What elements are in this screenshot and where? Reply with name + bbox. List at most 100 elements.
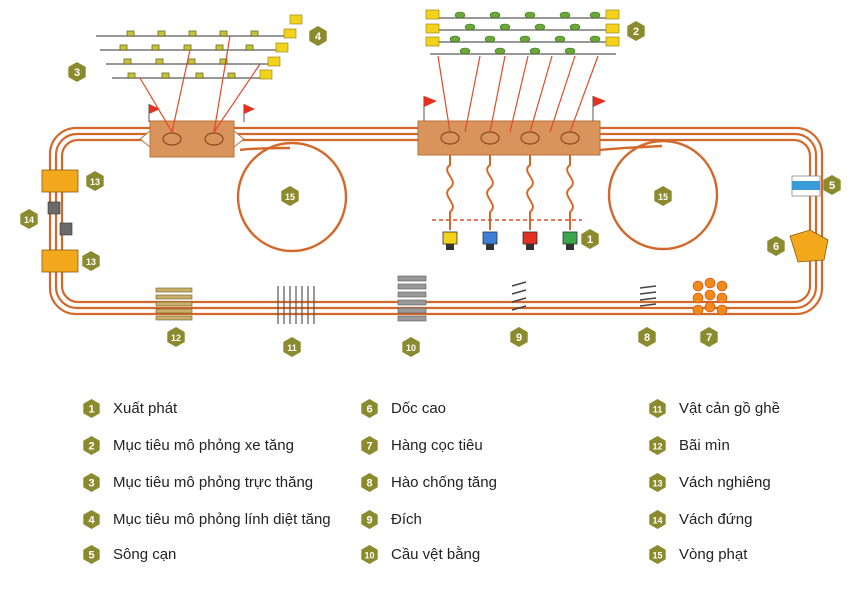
legend-badge-icon: 7: [361, 435, 378, 455]
pylon-row-obstacle: [692, 277, 728, 316]
vertical-wall-obstacle: [47, 201, 73, 236]
badge-number: 3: [74, 67, 80, 79]
firing-platform-left: [139, 120, 245, 158]
legend-label: Hào chống tăng: [391, 473, 497, 491]
badge-number: 15: [658, 192, 668, 202]
legend-label: Mục tiêu mô phỏng trực thăng: [113, 473, 314, 491]
tank-icon: [442, 231, 458, 250]
legend-item-2: 2 Mục tiêu mô phỏng xe tăng: [82, 433, 294, 457]
badge-number: 5: [829, 180, 835, 192]
legend-item-1: 1 Xuất phát: [82, 396, 177, 420]
flag-icon: [592, 96, 606, 121]
badge-number: 9: [516, 332, 522, 344]
tanks: [442, 231, 578, 250]
start-lanes: [446, 155, 574, 230]
minefield-obstacle: [155, 287, 193, 321]
dry-river-callout: 5: [823, 175, 841, 195]
badge-number: 8: [644, 332, 650, 344]
vertical-wall-callout: 14: [20, 209, 38, 229]
steep-slope-callout: 6: [767, 236, 785, 256]
legend-item-3: 3 Mục tiêu mô phỏng trực thăng: [82, 470, 313, 494]
badge-number: 12: [171, 333, 181, 343]
legend-label: Cầu vệt bằng: [391, 545, 481, 563]
firing-lines: [139, 35, 599, 133]
svg-text:8: 8: [366, 477, 372, 489]
svg-text:7: 7: [366, 440, 372, 452]
badge-number: 11: [287, 343, 297, 353]
svg-text:3: 3: [88, 477, 94, 489]
anti-tank-ditch-callout: 8: [638, 327, 656, 347]
legend-item-8: 8 Hào chống tăng: [360, 470, 497, 494]
finish-marker: [511, 281, 527, 311]
svg-text:4: 4: [88, 514, 95, 526]
finish-callout: 9: [510, 327, 528, 347]
legend-badge-icon: 14: [649, 509, 666, 529]
legend-label: Sông cạn: [113, 545, 177, 563]
legend-badge-icon: 6: [361, 398, 378, 418]
side-slope-upper-callout: 13: [86, 171, 104, 191]
start-callout: 1: [581, 229, 599, 249]
badge-number: 14: [24, 215, 34, 225]
legend-badge-icon: 11: [649, 398, 666, 418]
dry-river-obstacle: [791, 175, 821, 197]
legend-label: Bãi mìn: [679, 436, 730, 454]
badge-number: 2: [633, 26, 639, 38]
flags: [148, 96, 606, 122]
helicopter-target-markers: [119, 30, 259, 79]
svg-text:5: 5: [88, 549, 94, 561]
badge-number: 15: [285, 192, 295, 202]
svg-text:13: 13: [652, 478, 662, 488]
svg-text:11: 11: [653, 404, 663, 414]
svg-text:2: 2: [88, 440, 94, 452]
legend-label: Xuất phát: [113, 399, 178, 417]
legend-item-12: 12 Bãi mìn: [648, 433, 730, 457]
flag-icon: [148, 104, 160, 122]
legend-item-5: 5 Sông cạn: [82, 542, 176, 566]
side-slope-upper-obstacle: [41, 169, 79, 193]
track-bridge-obstacle: [397, 275, 427, 322]
legend-badge-icon: 1: [83, 398, 100, 418]
firing-platform-right: [417, 120, 601, 156]
svg-text:12: 12: [652, 441, 662, 451]
tank-icon: [482, 231, 498, 250]
badge-number: 13: [86, 257, 96, 267]
legend-item-7: 7 Hàng cọc tiêu: [360, 433, 483, 457]
legend-badge-icon: 8: [361, 472, 378, 492]
tank-target-signs: [425, 9, 620, 47]
svg-text:15: 15: [652, 550, 662, 560]
legend-label: Vách đứng: [679, 510, 753, 528]
pylon-row-callout: 7: [700, 327, 718, 347]
svg-text:14: 14: [652, 515, 662, 525]
legend-label: Vòng phạt: [679, 545, 748, 563]
infantry-targets-callout: 4: [309, 26, 327, 46]
badge-number: 1: [587, 234, 593, 246]
anti-tank-ditch-obstacle: [639, 285, 657, 307]
legend-badge-icon: 4: [83, 509, 100, 529]
penalty-loop-left-number: 15: [281, 186, 299, 206]
minefield-callout: 12: [167, 327, 185, 347]
infantry-target-signs: [259, 14, 303, 80]
svg-text:9: 9: [366, 514, 372, 526]
flag-icon: [423, 96, 437, 121]
tank-icon: [522, 231, 538, 250]
legend-badge-icon: 15: [649, 544, 666, 564]
legend-item-14: 14 Vách đứng: [648, 507, 752, 531]
tank-icon: [562, 231, 578, 250]
legend-badge-icon: 2: [83, 435, 100, 455]
legend-label: Vật cản gồ ghề: [679, 399, 780, 417]
flag-icon: [243, 104, 255, 122]
legend-label: Hàng cọc tiêu: [391, 436, 483, 454]
log-obstacle: [277, 286, 315, 324]
tank-target-markers: [449, 11, 601, 55]
legend: 1 Xuất phát 2 Mục tiêu mô phỏng xe tăng 3 Mục…: [0, 390, 866, 590]
badge-number: 6: [773, 241, 779, 253]
legend-label: Mục tiêu mô phỏng xe tăng: [113, 436, 294, 454]
side-slope-lower-callout: 13: [82, 251, 100, 271]
